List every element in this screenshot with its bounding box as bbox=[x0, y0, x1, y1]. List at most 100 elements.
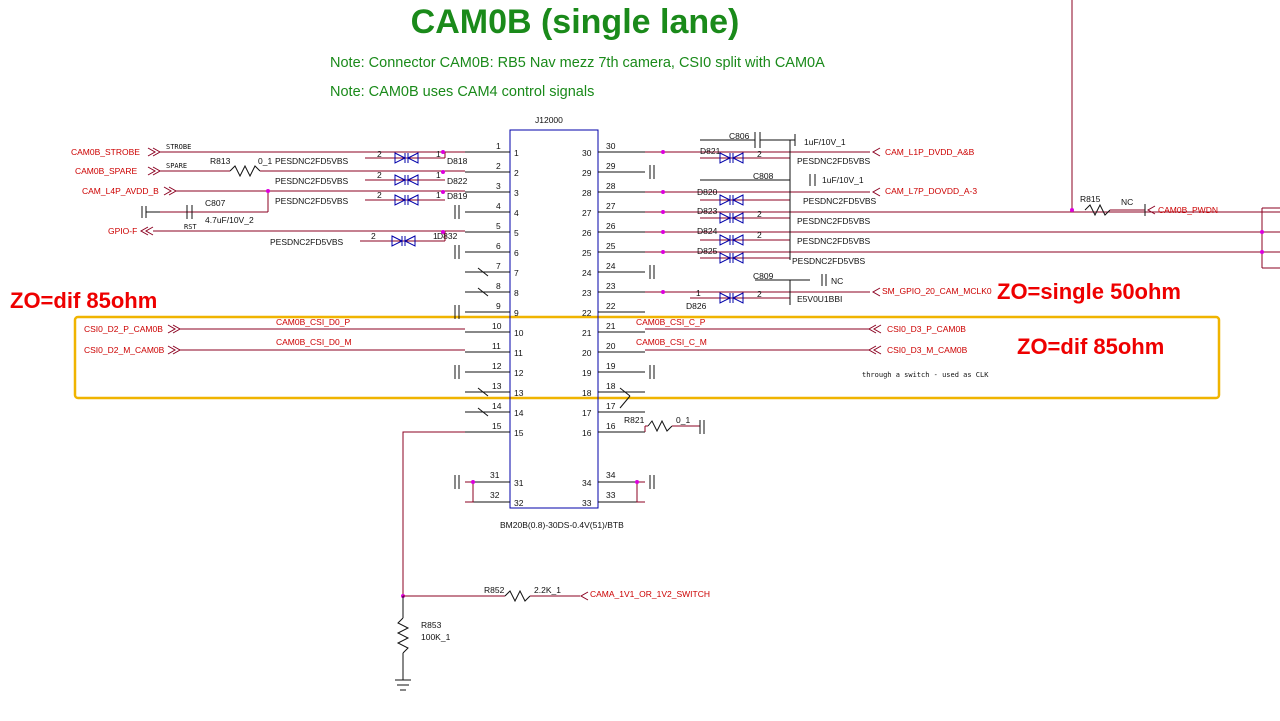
inner-pin-27: 27 bbox=[582, 208, 592, 218]
d819-ref: D819 bbox=[447, 191, 468, 201]
d832-pin2: 2 bbox=[371, 231, 376, 241]
inner-pin-12: 12 bbox=[514, 368, 524, 378]
inner-pin-33: 33 bbox=[582, 498, 592, 508]
net-cam0b-spare: CAM0B_SPARE bbox=[75, 166, 138, 176]
inner-pin-11: 11 bbox=[514, 348, 523, 358]
offpage-connector-icon bbox=[871, 147, 881, 157]
net-sm-gpio-20-mclk: SM_GPIO_20_CAM_MCLK0 bbox=[882, 286, 992, 296]
pin-13: 13 bbox=[492, 381, 502, 391]
zo-left-label: ZO=dif 85ohm bbox=[10, 288, 157, 313]
inner-pin-3: 3 bbox=[514, 188, 519, 198]
page-title: CAM0B (single lane) bbox=[411, 3, 740, 41]
net-cam0b-strobe: CAM0B_STROBE bbox=[71, 147, 140, 157]
d819-pin2: 2 bbox=[377, 190, 382, 200]
inner-pin-32: 32 bbox=[514, 498, 524, 508]
pin-14: 14 bbox=[492, 401, 502, 411]
d822-pin1: 1 bbox=[436, 170, 441, 180]
offpage-connector-icon bbox=[144, 226, 154, 236]
inner-pin-16: 16 bbox=[582, 428, 592, 438]
tvs-diode-d824 bbox=[700, 234, 790, 246]
tvs-diode-d823 bbox=[700, 212, 790, 224]
r853-ref: R853 bbox=[421, 620, 442, 630]
r853-value: 100K_1 bbox=[421, 632, 451, 642]
r852-ref: R852 bbox=[484, 585, 505, 595]
resistor-r815 bbox=[1084, 203, 1111, 217]
pin-4: 4 bbox=[496, 201, 501, 211]
pin-19: 19 bbox=[606, 361, 616, 371]
resistor-r821 bbox=[647, 419, 673, 433]
offpage-connector-icon bbox=[579, 591, 589, 601]
pin-12: 12 bbox=[492, 361, 502, 371]
inner-pin-14: 14 bbox=[514, 408, 524, 418]
d822-ref: D822 bbox=[447, 176, 468, 186]
inner-pin-1: 1 bbox=[514, 148, 519, 158]
resistor-r852 bbox=[504, 589, 531, 603]
pin-31: 31 bbox=[490, 470, 500, 480]
d832-ref: D832 bbox=[437, 231, 458, 241]
pin-1: 1 bbox=[496, 141, 501, 151]
inner-pin-8: 8 bbox=[514, 288, 519, 298]
bus-cam0b-csi-c-m: CAM0B_CSI_C_M bbox=[636, 337, 707, 347]
bus-cam0b-csi-d0-m: CAM0B_CSI_D0_M bbox=[276, 337, 352, 347]
inner-pin-21: 21 bbox=[582, 328, 592, 338]
r815-ref: R815 bbox=[1080, 194, 1101, 204]
inner-pin-24: 24 bbox=[582, 268, 592, 278]
pin-29: 29 bbox=[606, 161, 616, 171]
inner-pin-29: 29 bbox=[582, 168, 592, 178]
offpage-connector-icon bbox=[147, 166, 157, 176]
inner-pin-2: 2 bbox=[514, 168, 519, 178]
offpage-connector-icon bbox=[871, 287, 881, 297]
inner-pin-25: 25 bbox=[582, 248, 592, 258]
tvs-diode-d821 bbox=[700, 152, 790, 164]
pin-33: 33 bbox=[606, 490, 616, 500]
d821-part: PESDNC2FD5VBS bbox=[797, 156, 871, 166]
d826-pin2: 2 bbox=[757, 289, 762, 299]
inner-pin-31: 31 bbox=[514, 478, 524, 488]
d818-part: PESDNC2FD5VBS bbox=[275, 156, 349, 166]
pin-21: 21 bbox=[606, 321, 616, 331]
diff-pair-highlight-box bbox=[73, 315, 1221, 400]
zo-right-label: ZO=dif 85ohm bbox=[1017, 334, 1164, 359]
inner-pin-9: 9 bbox=[514, 308, 519, 318]
d832-part: PESDNC2FD5VBS bbox=[270, 237, 344, 247]
bus-cam0b-csi-c-p: CAM0B_CSI_C_P bbox=[636, 317, 706, 327]
d818-pin2: 2 bbox=[377, 149, 382, 159]
note-control-signals: Note: CAM0B uses CAM4 control signals bbox=[330, 84, 594, 100]
offpage-connector-icon bbox=[163, 186, 173, 196]
alias-strobe: STROBE bbox=[166, 143, 191, 151]
inner-pin-34: 34 bbox=[582, 478, 592, 488]
tvs-diode-d820 bbox=[700, 194, 790, 206]
d824-pin2: 2 bbox=[757, 230, 762, 240]
alias-spare: SPARE bbox=[166, 162, 187, 170]
pin-5: 5 bbox=[496, 221, 501, 231]
net-cam0b-pwdn: CAM0B_PWDN bbox=[1158, 205, 1218, 215]
inner-pin-6: 6 bbox=[514, 248, 519, 258]
zo-single-label: ZO=single 50ohm bbox=[997, 279, 1181, 304]
inner-pin-10: 10 bbox=[514, 328, 524, 338]
d824-ref: D824 bbox=[697, 226, 718, 236]
resistor-r853 bbox=[396, 617, 410, 654]
net-csi0-d2-p: CSI0_D2_P_CAM0B bbox=[84, 324, 163, 334]
d825-ref: D825 bbox=[697, 246, 718, 256]
d826-pin1: 1 bbox=[696, 288, 701, 298]
connector-ref: J12000 bbox=[535, 115, 563, 125]
inner-pin-23: 23 bbox=[582, 288, 592, 298]
tvs-diode-d832 bbox=[360, 231, 446, 247]
r815-value: NC bbox=[1121, 197, 1133, 207]
inner-pin-30: 30 bbox=[582, 148, 592, 158]
pin-15: 15 bbox=[492, 421, 502, 431]
tvs-diode-d822 bbox=[365, 174, 445, 186]
pin-34: 34 bbox=[606, 470, 616, 480]
pin-9: 9 bbox=[496, 301, 501, 311]
net-csi0-d3-m: CSI0_D3_M_CAM0B bbox=[887, 345, 968, 355]
pin-10: 10 bbox=[492, 321, 502, 331]
pin-18: 18 bbox=[606, 381, 616, 391]
c807-ref: C807 bbox=[205, 198, 226, 208]
d821-pin2: 2 bbox=[757, 149, 762, 159]
inner-pin-5: 5 bbox=[514, 228, 519, 238]
d823-ref: D823 bbox=[697, 206, 718, 216]
offpage-connector-icon bbox=[147, 147, 157, 157]
inner-pin-20: 20 bbox=[582, 348, 592, 358]
net-csi0-d2-m: CSI0_D2_M_CAM0B bbox=[84, 345, 165, 355]
